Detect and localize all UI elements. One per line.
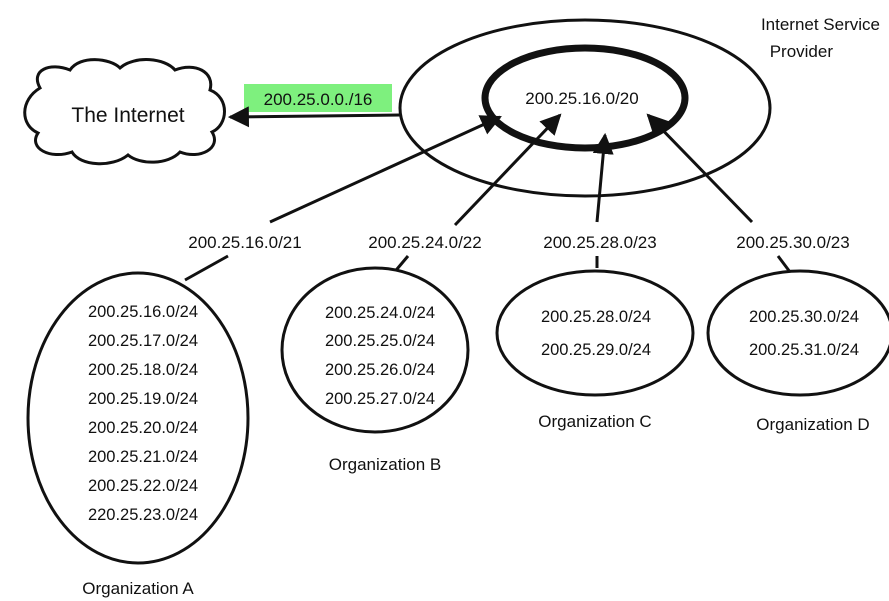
org-c-subnet: 200.25.28.0/24: [541, 308, 651, 326]
org-a-subnet: 200.25.22.0/24: [88, 477, 198, 495]
link-a-connector: [184, 254, 229, 282]
org-b-subnet: 200.25.24.0/24: [325, 304, 435, 322]
org-a-subnet: 200.25.20.0/24: [88, 419, 198, 437]
org-d-ellipse: [706, 269, 889, 397]
org-d-subnet-list: 200.25.30.0/24 200.25.31.0/24: [749, 308, 859, 359]
org-a-subnet: 200.25.19.0/24: [88, 390, 198, 408]
org-a-subnet: 200.25.16.0/24: [88, 303, 198, 321]
org-a-subnet: 220.25.23.0/24: [88, 506, 198, 524]
internet-label: The Internet: [71, 104, 184, 127]
org-d-name: Organization D: [756, 415, 869, 434]
org-d-subnet: 200.25.30.0/24: [749, 308, 859, 326]
link-b-arrow: [453, 113, 562, 227]
org-c-subnet-list: 200.25.28.0/24 200.25.29.0/24: [541, 308, 651, 359]
org-b-name: Organization B: [329, 455, 441, 474]
internet-route-highlight: [244, 84, 392, 112]
org-b-subnet: 200.25.27.0/24: [325, 390, 435, 408]
internet-route-arrow: [227, 106, 401, 128]
isp-inner-ring: [481, 44, 689, 152]
isp-title-line1: Internet Service: [761, 15, 880, 34]
org-a-subnet: 200.25.21.0/24: [88, 448, 198, 466]
link-d-prefix: 200.25.30.0/23: [736, 233, 849, 252]
internet-route-label: 200.25.0.0./16: [264, 90, 373, 109]
org-b-subnet: 200.25.26.0/24: [325, 361, 435, 379]
org-a-name: Organization A: [82, 579, 194, 598]
org-a-subnet: 200.25.18.0/24: [88, 361, 198, 379]
org-c-name: Organization C: [538, 412, 651, 431]
org-c-ellipse: [495, 269, 695, 397]
org-c-subnet: 200.25.29.0/24: [541, 341, 651, 359]
link-c-arrow: [592, 132, 614, 223]
link-d-arrow: [646, 113, 754, 224]
org-b-ellipse: [280, 266, 470, 434]
link-b-prefix: 200.25.24.0/22: [368, 233, 481, 252]
org-a-subnet: 200.25.17.0/24: [88, 332, 198, 350]
link-a-arrow: [269, 115, 502, 224]
org-b-subnet-list: 200.25.24.0/24 200.25.25.0/24 200.25.26.…: [325, 304, 435, 408]
link-c-prefix: 200.25.28.0/23: [543, 233, 656, 252]
org-b-subnet: 200.25.25.0/24: [325, 332, 435, 350]
link-d-connector: [776, 255, 792, 273]
isp-title-line2: Provider: [770, 42, 834, 61]
org-d-subnet: 200.25.31.0/24: [749, 341, 859, 359]
org-a-ellipse: [26, 271, 250, 565]
org-a-subnet-list: 200.25.16.0/24 200.25.17.0/24 200.25.18.…: [88, 303, 198, 524]
internet-cloud: [23, 58, 226, 166]
link-a-prefix: 200.25.16.0/21: [188, 233, 301, 252]
isp-prefix-label: 200.25.16.0/20: [525, 89, 638, 108]
